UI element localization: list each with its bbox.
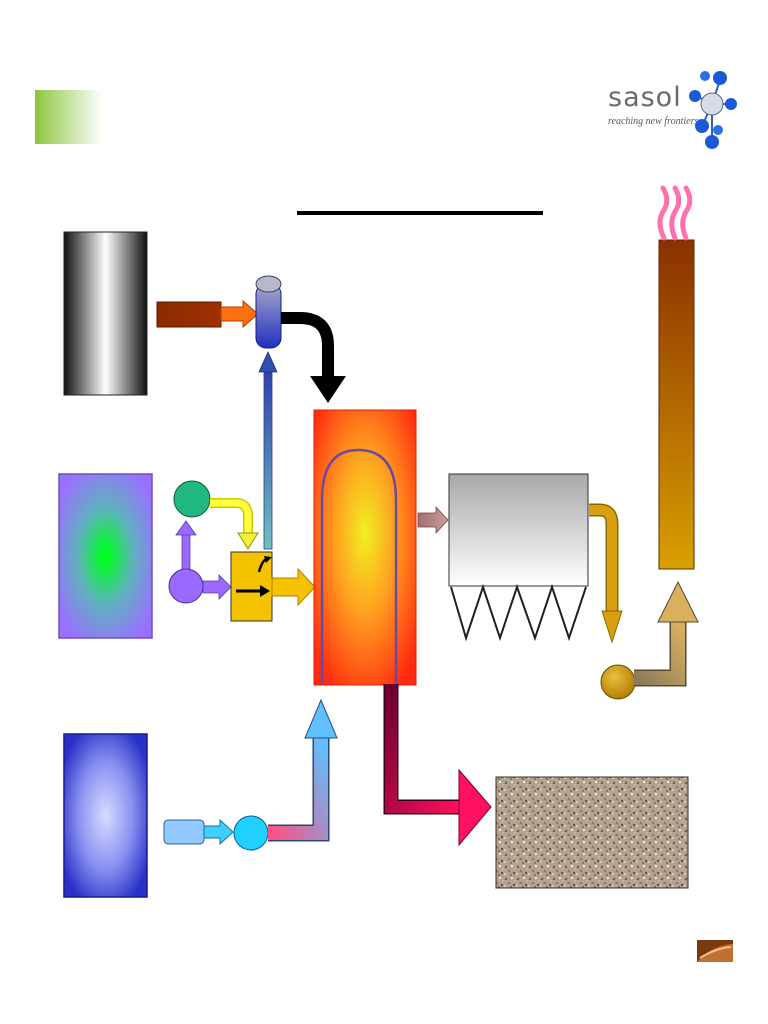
sasol-logo: sasol reaching new frontiers <box>600 62 740 154</box>
logo-tagline: reaching new frontiers <box>608 116 699 127</box>
corner-leaf-icon <box>697 940 733 962</box>
pump-to-mixer-arrow <box>210 498 259 550</box>
water-to-furnace-arrow <box>268 698 338 842</box>
water-pipe-arrow <box>203 818 234 846</box>
silo-feed-pipe <box>156 301 222 328</box>
feed-arrow <box>220 299 259 329</box>
fan-to-stack-arrow <box>634 580 699 687</box>
additive-storage-box <box>58 473 153 639</box>
feeder-cylinder <box>255 275 282 349</box>
title-accent-bar <box>35 90 103 144</box>
logo-wordmark: sasol <box>608 82 682 113</box>
bag-filter <box>448 473 589 642</box>
furnace <box>313 409 417 686</box>
water-tank <box>63 733 148 898</box>
chimney-stack <box>658 239 695 570</box>
water-pump <box>233 815 269 851</box>
slag-product-pile <box>495 776 689 889</box>
furnace-to-filter-arrow <box>417 505 449 535</box>
raw-material-silo <box>63 231 148 396</box>
logo-molecule-icon <box>689 71 737 149</box>
slag-discharge-arrow <box>383 684 492 847</box>
water-feed-pipe <box>163 819 205 845</box>
additive-pump-purple <box>168 568 204 604</box>
furnace-feed-arrow <box>281 312 346 403</box>
smoke-icon <box>657 185 693 241</box>
purple-to-mixer-arrow <box>202 574 232 600</box>
purple-up-arrow <box>175 520 197 570</box>
filter-to-fan-arrow <box>589 503 623 644</box>
title-underline <box>297 211 543 215</box>
additive-pump-green <box>173 480 211 518</box>
mixer-box <box>230 551 273 622</box>
exhaust-fan <box>600 664 636 700</box>
mixer-to-furnace-arrow <box>271 567 316 607</box>
mixer-to-cylinder-arrow <box>258 351 278 550</box>
furnace-flame-loop <box>320 448 398 684</box>
